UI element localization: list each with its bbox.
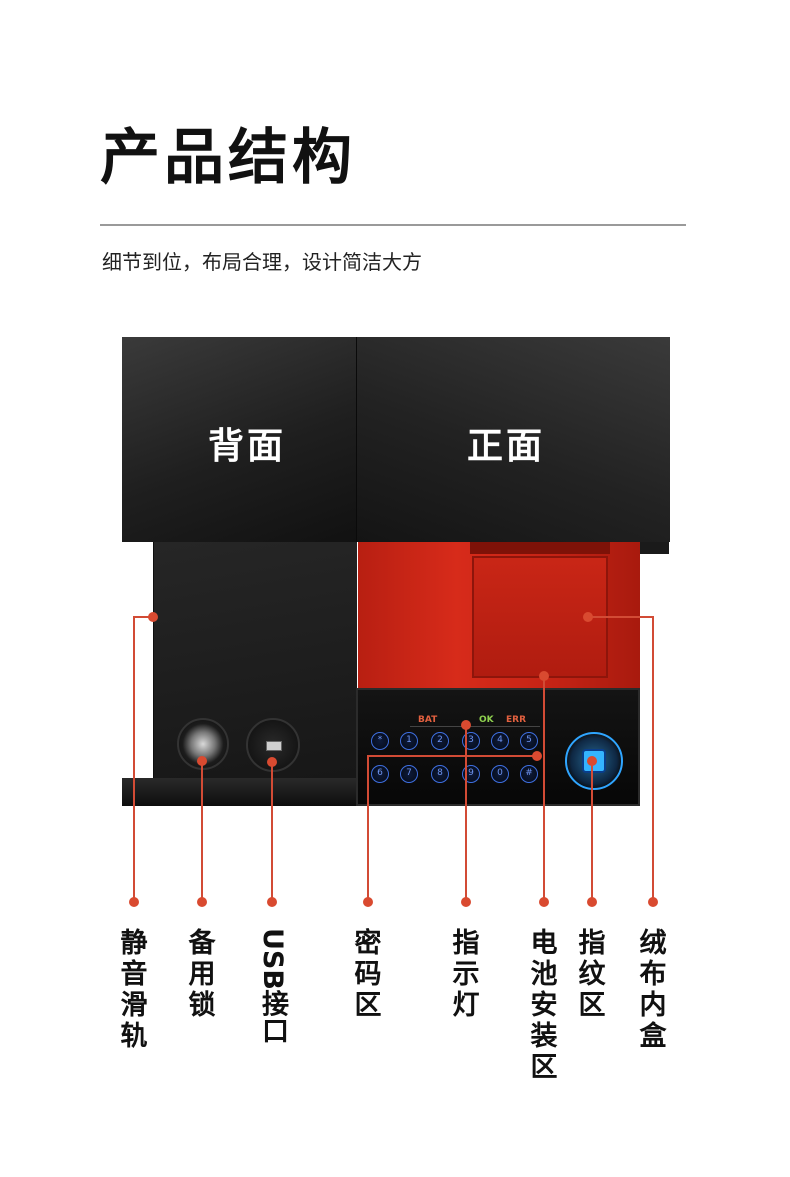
lid-back-panel: 背面 bbox=[122, 337, 356, 542]
key-5[interactable]: 5 bbox=[520, 732, 538, 750]
callout-line-battery bbox=[543, 676, 545, 902]
callout-dot-keypad-end bbox=[363, 897, 373, 907]
label-fingerprint: 指纹区 bbox=[578, 928, 606, 1021]
indicator-err: ERR bbox=[506, 715, 527, 725]
callout-dot-rail-end bbox=[129, 897, 139, 907]
callout-dot-usb-end bbox=[267, 897, 277, 907]
callout-dot-velvet-end bbox=[648, 897, 658, 907]
callout-dot-indicator-start bbox=[461, 720, 471, 730]
label-backup-lock: 备用锁 bbox=[188, 928, 216, 1021]
callout-dot-fingerprint-end bbox=[587, 897, 597, 907]
label-keypad: 密码区 bbox=[354, 928, 382, 1021]
front-label: 正面 bbox=[467, 426, 546, 467]
callout-dot-velvet-start bbox=[583, 612, 593, 622]
callout-dot-indicator-end bbox=[461, 897, 471, 907]
key-4[interactable]: 4 bbox=[491, 732, 509, 750]
page-title: 产品结构 bbox=[100, 123, 356, 193]
callout-dot-lock-end bbox=[197, 897, 207, 907]
callout-line-rail-v bbox=[133, 616, 135, 902]
callout-line-rail-h bbox=[133, 616, 154, 618]
callout-dot-usb-start bbox=[267, 757, 277, 767]
callout-line-velvet-h bbox=[587, 616, 654, 618]
slide-rail-base bbox=[122, 778, 356, 806]
key-2[interactable]: 2 bbox=[431, 732, 449, 750]
callout-dot-lock-start bbox=[197, 756, 207, 766]
callout-dot-battery-end bbox=[539, 897, 549, 907]
back-label: 背面 bbox=[208, 426, 287, 467]
indicator-divider bbox=[410, 726, 540, 727]
callout-dot-rail-start bbox=[148, 612, 158, 622]
callout-line-fingerprint bbox=[591, 761, 593, 902]
callout-dot-fingerprint-start bbox=[587, 756, 597, 766]
tray-lip bbox=[470, 542, 610, 554]
page-subtitle: 细节到位，布局合理，设计简洁大方 bbox=[102, 250, 422, 274]
key-star[interactable]: * bbox=[371, 732, 389, 750]
key-hash[interactable]: # bbox=[520, 765, 538, 783]
callout-dot-battery-start bbox=[539, 671, 549, 681]
callout-line-velvet-v bbox=[652, 616, 654, 902]
key-0[interactable]: 0 bbox=[491, 765, 509, 783]
lid-side-edge bbox=[640, 542, 669, 554]
lid-front-panel: 正面 bbox=[356, 337, 670, 542]
label-velvet-box: 绒布内盒 bbox=[639, 928, 667, 1052]
callout-dot-keypad-start bbox=[532, 751, 542, 761]
key-6[interactable]: 6 bbox=[371, 765, 389, 783]
label-usb: USB接口 bbox=[257, 928, 288, 1044]
title-divider bbox=[100, 224, 686, 226]
callout-line-keypad-v bbox=[367, 755, 369, 902]
indicator-ok: OK bbox=[479, 715, 494, 725]
callout-line-keypad-h bbox=[367, 755, 537, 757]
key-8[interactable]: 8 bbox=[431, 765, 449, 783]
label-silent-rail: 静音滑轨 bbox=[120, 928, 148, 1052]
label-indicator: 指示灯 bbox=[452, 928, 480, 1021]
label-battery: 电池安装区 bbox=[530, 928, 558, 1083]
indicator-bat: BAT bbox=[418, 715, 438, 725]
callout-line-lock bbox=[201, 761, 203, 902]
callout-line-usb bbox=[271, 762, 273, 902]
callout-line-indicator bbox=[465, 725, 467, 902]
key-7[interactable]: 7 bbox=[400, 765, 418, 783]
key-1[interactable]: 1 bbox=[400, 732, 418, 750]
usb-port-icon[interactable] bbox=[266, 741, 282, 751]
